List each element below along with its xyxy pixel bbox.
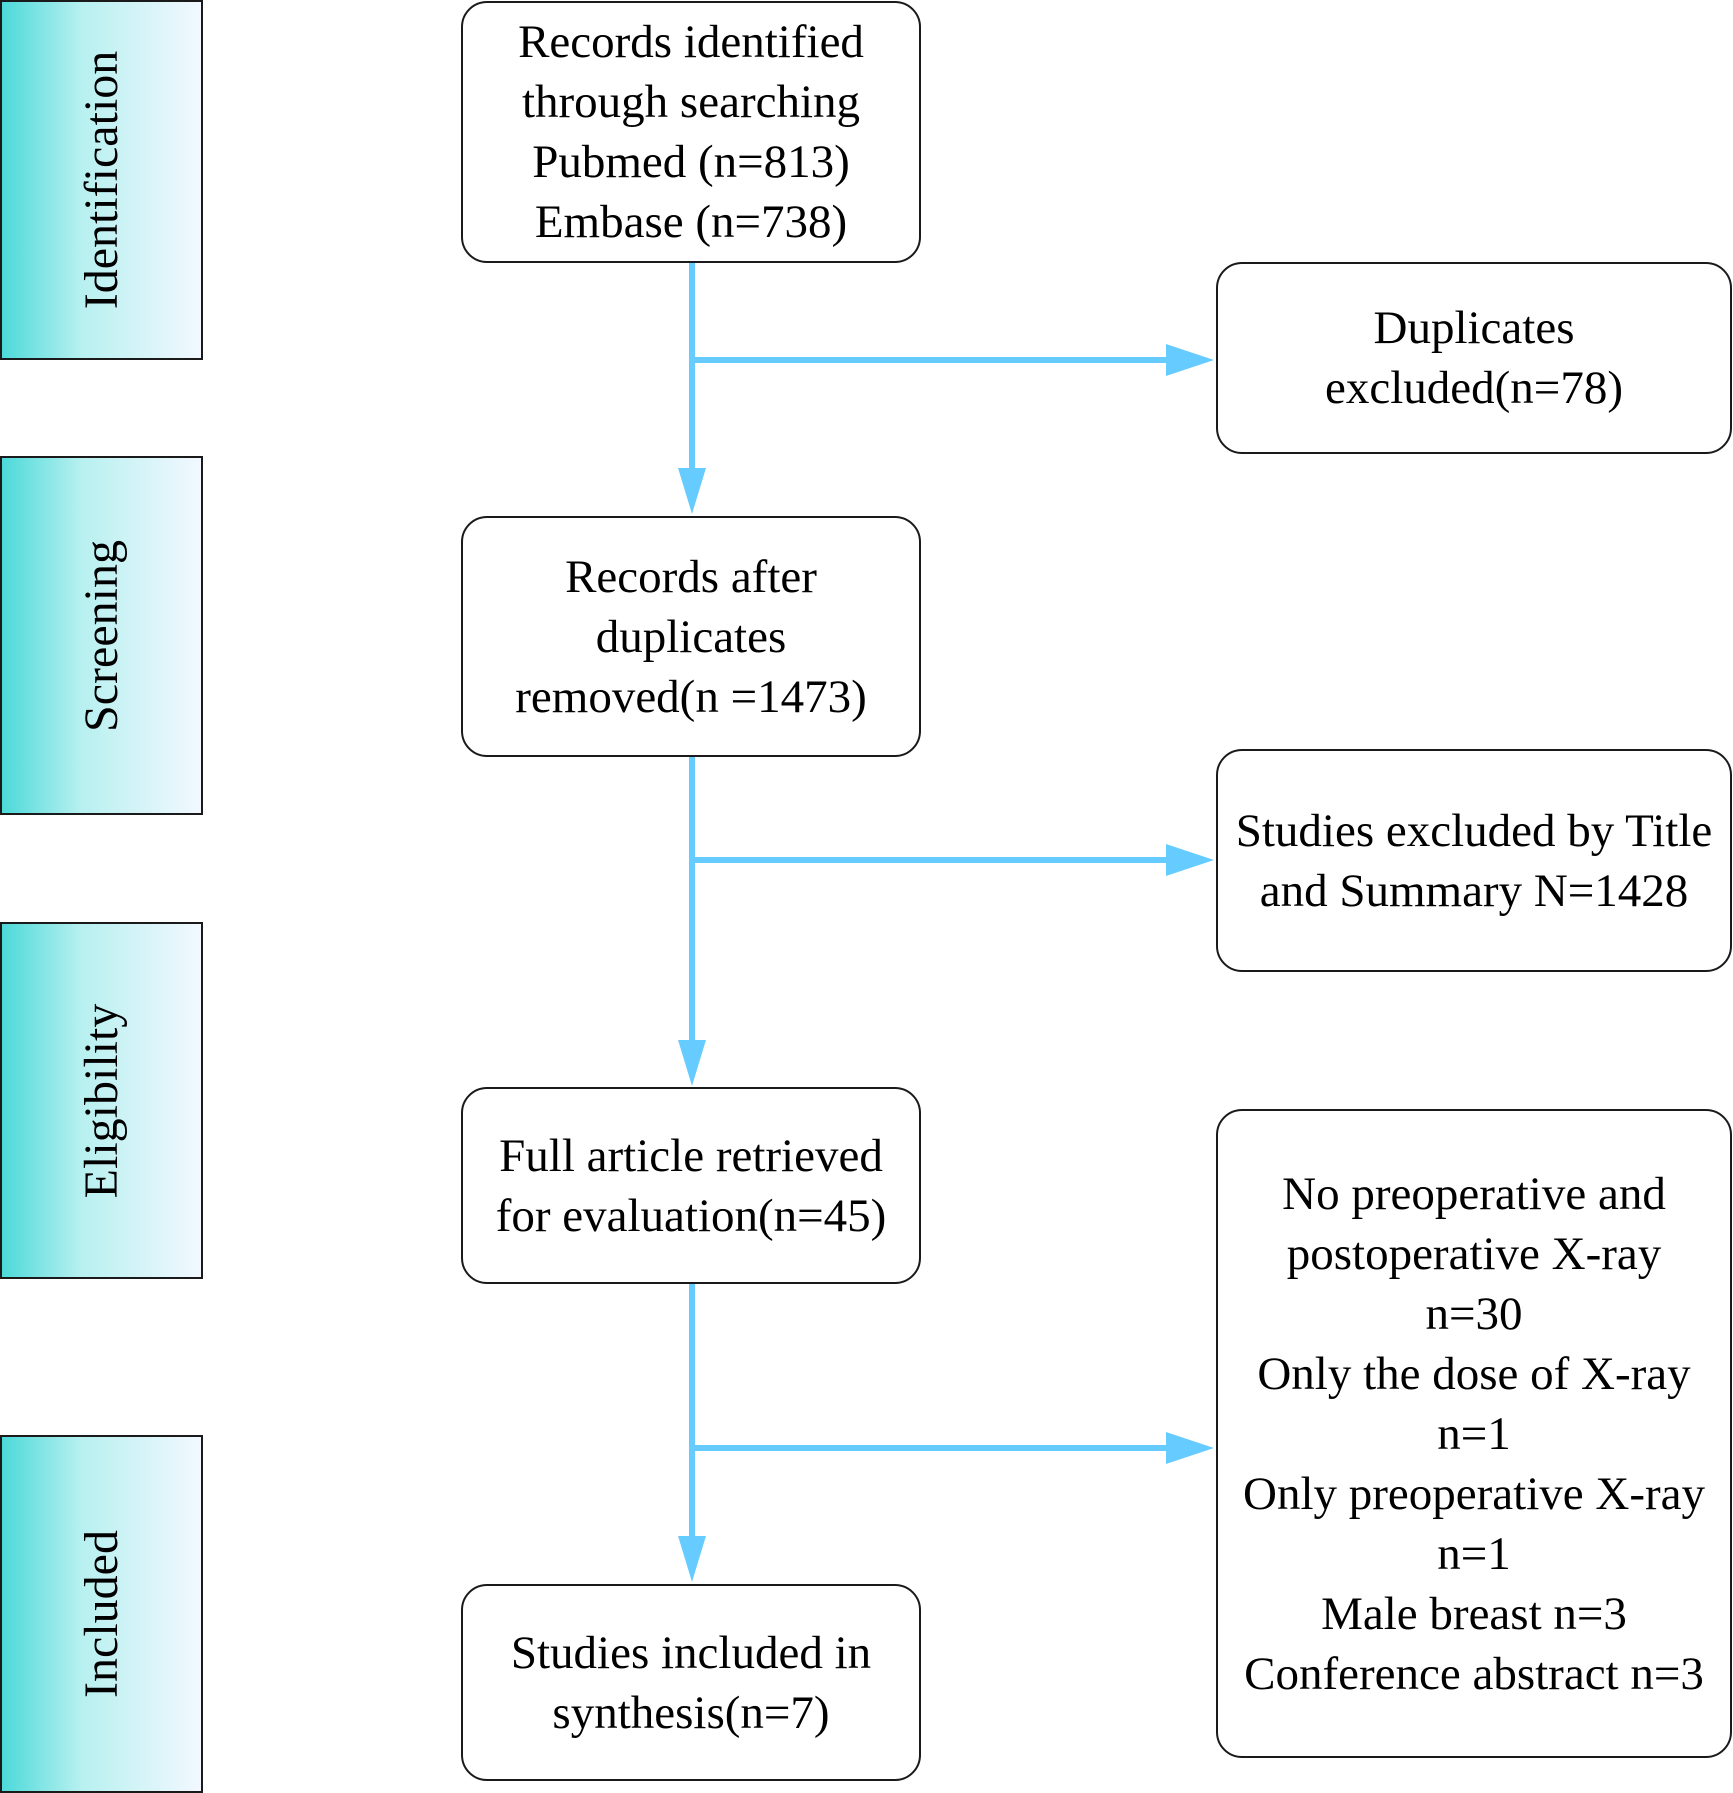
studies-excluded-title-box: Studies excluded by Title and Summary N=… bbox=[1216, 749, 1732, 972]
connector-lines bbox=[689, 262, 1172, 1548]
records-identified-box: Records identified through searching Pub… bbox=[461, 1, 921, 263]
records-after-duplicates-box: Records after duplicates removed(n =1473… bbox=[461, 516, 921, 757]
studies-excluded-title-line-2: and Summary N=1428 bbox=[1259, 864, 1689, 917]
exclusion-reason-line-7: n=1 bbox=[1437, 1527, 1511, 1580]
exclusion-reason-line-8: Male breast n=3 bbox=[1321, 1587, 1627, 1640]
arrowhead-right-2 bbox=[1166, 844, 1214, 876]
arrowheads bbox=[678, 344, 1214, 1582]
stage-eligibility: Eligibility bbox=[0, 922, 203, 1279]
arrowhead-right-3 bbox=[1166, 1432, 1214, 1464]
records-after-duplicates-line-3: removed(n =1473) bbox=[515, 670, 867, 723]
duplicates-excluded-line-2: excluded(n=78) bbox=[1325, 362, 1623, 414]
records-identified-line-1: Records identified bbox=[518, 16, 864, 68]
full-article-line-2: for evaluation(n=45) bbox=[495, 1189, 887, 1242]
exclusion-reason-line-6: Only preoperative X-ray bbox=[1243, 1467, 1705, 1520]
records-identified-line-3: Pubmed (n=813) bbox=[532, 136, 850, 188]
stage-identification: Identification bbox=[0, 0, 203, 360]
studies-excluded-title-line-1: Studies excluded by Title bbox=[1235, 804, 1713, 857]
arrowhead-down-1 bbox=[678, 468, 706, 514]
studies-included-box: Studies included in synthesis(n=7) bbox=[461, 1584, 921, 1781]
duplicates-excluded-box: Duplicates excluded(n=78) bbox=[1216, 262, 1732, 454]
records-identified-line-2: through searching bbox=[521, 76, 861, 128]
stage-included: Included bbox=[0, 1435, 203, 1793]
records-after-duplicates-line-1: Records after bbox=[565, 550, 817, 603]
arrowhead-down-2 bbox=[678, 1040, 706, 1086]
full-article-line-1: Full article retrieved bbox=[499, 1129, 883, 1182]
records-identified-line-4: Embase (n=738) bbox=[534, 196, 848, 248]
exclusion-reasons-box: No preoperative and postoperative X-ray … bbox=[1216, 1109, 1732, 1758]
records-after-duplicates-line-2: duplicates bbox=[595, 610, 787, 663]
exclusion-reason-line-2: postoperative X-ray bbox=[1286, 1227, 1662, 1280]
studies-included-line-1: Studies included in bbox=[510, 1626, 872, 1679]
full-article-box: Full article retrieved for evaluation(n=… bbox=[461, 1087, 921, 1284]
exclusion-reason-line-5: n=1 bbox=[1437, 1407, 1511, 1460]
exclusion-reason-line-4: Only the dose of X-ray bbox=[1257, 1347, 1691, 1400]
duplicates-excluded-line-1: Duplicates bbox=[1373, 302, 1575, 354]
arrowhead-right-1 bbox=[1166, 344, 1214, 376]
exclusion-reason-line-1: No preoperative and bbox=[1282, 1167, 1666, 1220]
arrowhead-down-3 bbox=[678, 1536, 706, 1582]
studies-included-line-2: synthesis(n=7) bbox=[552, 1686, 830, 1739]
exclusion-reason-line-9: Conference abstract n=3 bbox=[1244, 1647, 1704, 1700]
stage-screening: Screening bbox=[0, 456, 203, 815]
exclusion-reason-line-3: n=30 bbox=[1425, 1287, 1523, 1340]
